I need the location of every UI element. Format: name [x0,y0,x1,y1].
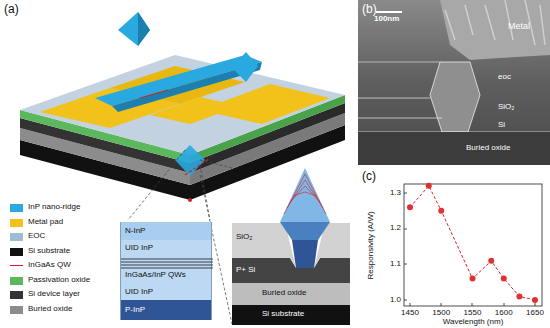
label: Si substrate [262,310,304,319]
label: SiO₂ [498,103,514,112]
cross-section [232,168,350,325]
layer-label: UID InP [121,244,211,253]
layer-band: UID InP [120,284,212,300]
data-point [532,297,538,303]
legend-text: Si substrate [28,247,70,256]
drawing-part [280,168,330,222]
drawing-part [20,55,345,155]
drawing-part [292,240,318,268]
drawing-part [138,12,150,46]
label: 1450 [401,309,419,318]
label: 100nm [374,15,399,24]
label: 1.3 [390,189,401,198]
layer-band: InGaAs/InP QWs [120,256,212,284]
data-point [407,204,413,210]
data-point [488,258,494,264]
label: Responsivity (A/W) [367,211,376,279]
drawing-part [150,97,240,124]
qw-line [121,259,213,260]
legend-text: InP nano-ridge [28,203,80,212]
drawing-part [188,198,192,202]
data-line [410,186,535,300]
layer-band: N-InP [120,222,212,240]
qw-line [121,265,213,266]
label: Buried oxide [466,144,510,153]
label: 1.1 [390,260,401,269]
data-point [470,276,476,282]
drawing-part [200,165,210,220]
drawing-part [128,150,185,220]
drawing-part [232,283,350,305]
qw-line [121,268,213,269]
quantum-wells [121,257,213,271]
legend-swatch [10,306,23,314]
drawing-part [232,52,258,82]
layer-label: InGaAs/InP QWs [121,271,211,280]
legend-swatch [10,291,23,299]
label: Metal [508,22,530,32]
legend-swatch [10,277,23,285]
drawing-part [293,192,317,196]
data-point [501,276,507,282]
drawing-part [430,62,480,132]
panel-letter: (a) [4,3,19,16]
drawing-part [185,158,210,175]
drawing-part [358,118,442,119]
drawing-part [358,98,430,99]
drawing-part [376,11,402,13]
data-point [426,183,432,189]
drawing-part [290,186,320,202]
layer-label: UID InP [121,288,211,297]
layer-band: UID InP [120,240,212,256]
label: Buried oxide [262,289,306,298]
layer-label: N-InP [121,227,211,236]
data-point [516,293,522,299]
layer-label: P-InP [121,306,211,315]
chart-frame [404,184,542,306]
label: Wavelength (nm) [443,318,504,327]
drawing-part [140,90,168,98]
drawing-part [200,160,232,168]
sem-image [358,0,550,165]
drawing-part [232,305,350,325]
label: 1650 [526,309,544,318]
panel-letter: (c) [362,170,376,183]
label: eoc [498,73,511,82]
drawing-part [118,12,150,46]
legend-text: EOC [28,232,45,241]
legend-text: Passivation oxide [28,276,90,285]
drawing-part [287,180,323,208]
label: 1500 [432,309,450,318]
data-point [438,208,444,214]
label: 1550 [464,309,482,318]
drawing-part [232,258,350,283]
legend-text: Si device layer [28,290,80,299]
legend-swatch [10,233,23,241]
drawing-part [445,0,545,45]
drawing-part [284,174,326,214]
label: 1.0 [390,296,401,305]
drawing-part [404,184,542,306]
label: 1600 [495,309,513,318]
legend-line-sample [10,265,23,266]
legend-swatch [10,204,23,212]
label: SiO₂ [236,233,252,242]
legend-text: Metal pad [28,218,63,227]
drawing-part [440,0,550,60]
drawing-part [404,193,535,306]
label: 1.2 [390,224,401,233]
layer-band: P-InP [120,300,212,320]
drawing-part [358,0,550,165]
responsivity-curve [407,183,538,303]
label: P+ Si [236,266,255,275]
drawing-part [280,222,330,240]
qw-line [121,262,213,263]
legend-text: Buried oxide [28,305,72,314]
legend-text: InGaAs QW [28,261,71,270]
drawing-part [358,62,440,63]
legend-swatch [10,248,23,256]
drawing-part [358,132,550,165]
legend-swatch [10,219,23,227]
label: Si [498,121,505,130]
